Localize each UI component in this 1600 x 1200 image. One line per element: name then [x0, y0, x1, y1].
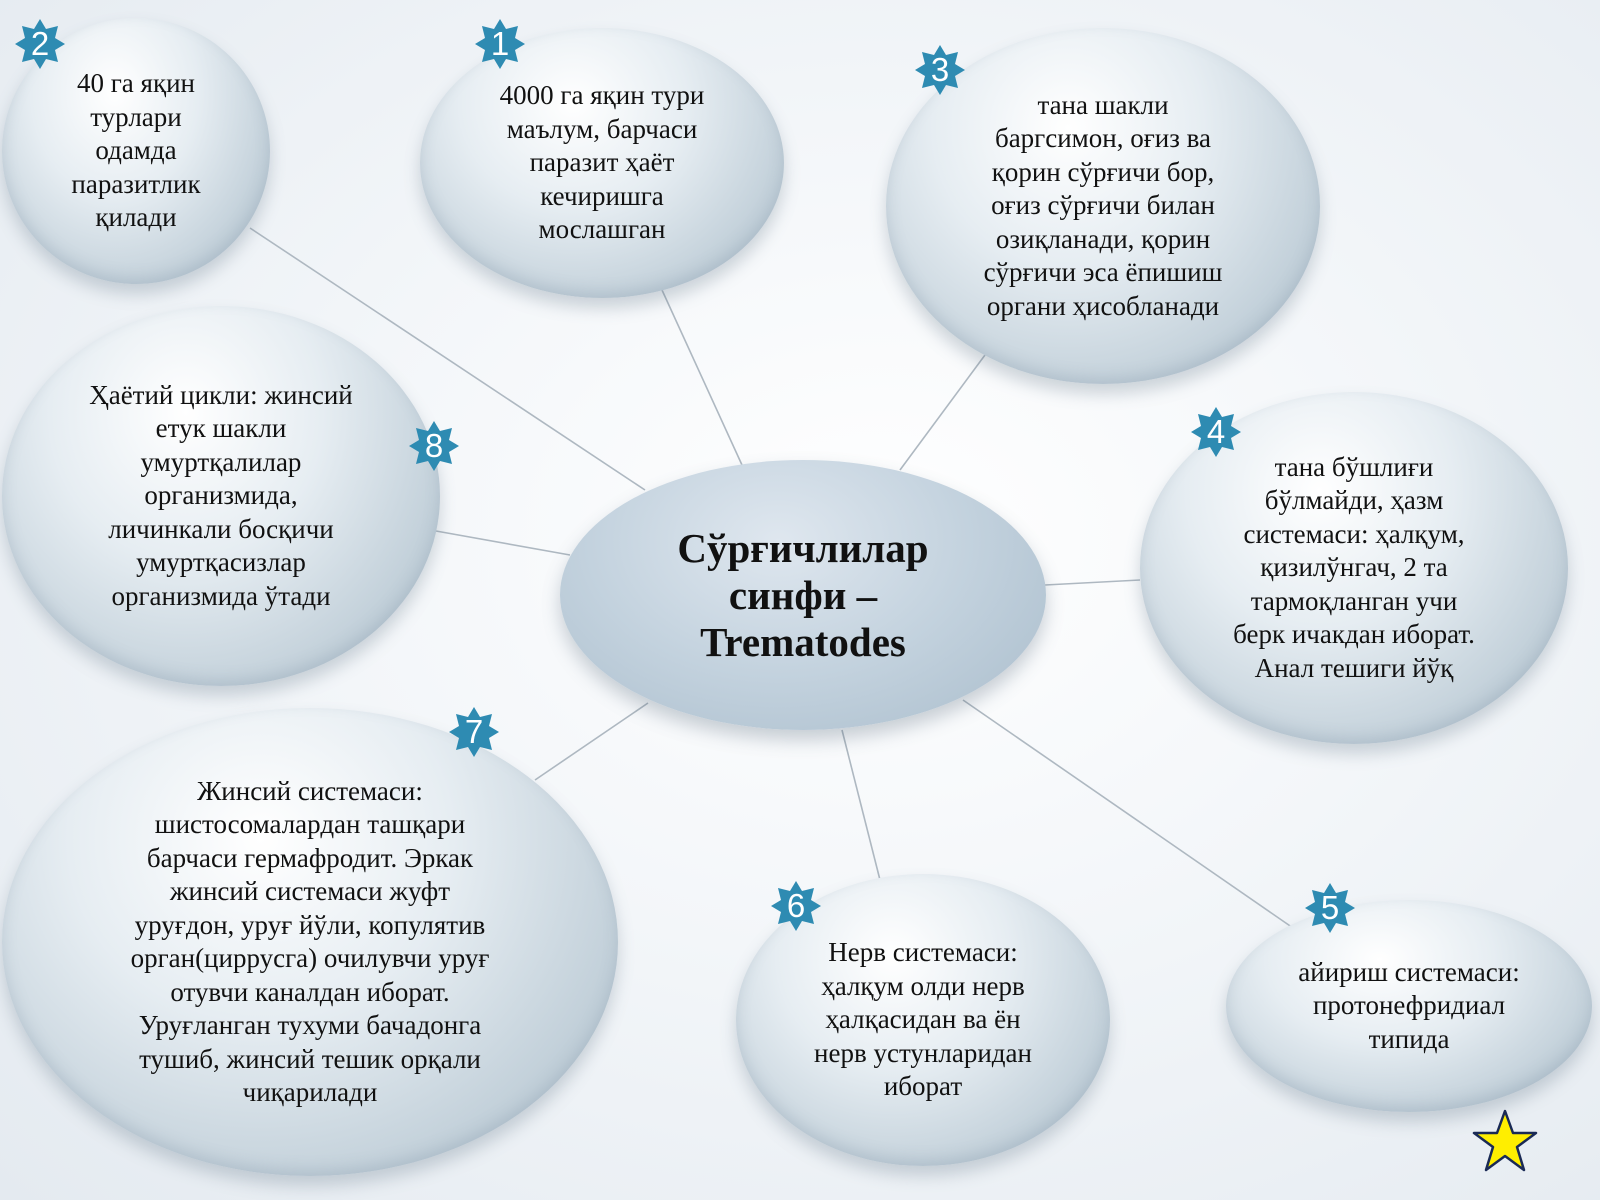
node-8-bubble: Ҳаётий цикли: жинсий етук шакли умуртқал… — [2, 306, 440, 686]
badge-7: 7 — [446, 704, 502, 760]
badge-4: 4 — [1188, 404, 1244, 460]
node-7-bubble: Жинсий системаси: шистосомалардан ташқар… — [2, 708, 618, 1176]
center-title: Сўрғичлилар синфи – Trematodes — [677, 524, 929, 665]
connector-4 — [1044, 579, 1141, 586]
node-1-text: 4000 га яқин тури маълум, барчаси парази… — [499, 80, 705, 245]
star-icon[interactable] — [1471, 1108, 1539, 1176]
star-burst-icon — [1305, 883, 1355, 933]
badge-3: 3 — [912, 42, 968, 98]
node-2-text: 40 га яқин турлари одамда паразитлик қил… — [71, 68, 201, 233]
badge-2: 2 — [12, 16, 68, 72]
star-burst-icon — [1191, 407, 1241, 457]
connector-1 — [661, 289, 743, 466]
node-7-text: Жинсий системаси: шистосомалардан ташқар… — [130, 775, 490, 1108]
center-node: Сўрғичлилар синфи – Trematodes — [560, 460, 1046, 730]
node-4-text: тана бўшлиғи бўлмайди, ҳазм системаси: ҳ… — [1233, 451, 1475, 683]
connector-7 — [534, 702, 649, 781]
badge-5-number: 5 — [1320, 889, 1340, 926]
node-6-text: Нерв системаси: ҳалқум олди нерв ҳалқаси… — [814, 937, 1032, 1102]
node-1-bubble: 4000 га яқин тури маълум, барчаси парази… — [420, 28, 784, 298]
star-burst-icon — [915, 45, 965, 95]
connector-8 — [435, 530, 571, 556]
star-burst-icon — [409, 421, 459, 471]
node-4-bubble: тана бўшлиғи бўлмайди, ҳазм системаси: ҳ… — [1140, 392, 1568, 744]
connector-3 — [899, 354, 986, 471]
badge-7-number: 7 — [464, 713, 484, 750]
node-3-text: тана шакли баргсимон, оғиз ва қорин сўрғ… — [983, 89, 1223, 321]
node-8-text: Ҳаётий цикли: жинсий етук шакли умуртқал… — [89, 379, 353, 611]
badge-3-number: 3 — [930, 51, 950, 88]
badge-1: 1 — [472, 16, 528, 72]
node-5-text: айириш системаси: протонефридиал типида — [1298, 956, 1520, 1054]
badge-2-number: 2 — [30, 25, 50, 62]
node-5-bubble: айириш системаси: протонефридиал типида — [1226, 900, 1592, 1112]
badge-6-number: 6 — [786, 887, 806, 924]
badge-8: 8 — [406, 418, 462, 474]
star-burst-icon — [475, 19, 525, 69]
star-burst-icon — [15, 19, 65, 69]
node-2-bubble: 40 га яқин турлари одамда паразитлик қил… — [2, 18, 270, 284]
badge-5: 5 — [1302, 880, 1358, 936]
star-burst-icon — [771, 881, 821, 931]
badge-8-number: 8 — [424, 427, 444, 464]
badge-4-number: 4 — [1206, 413, 1226, 450]
node-3-bubble: тана шакли баргсимон, оғиз ва қорин сўрғ… — [886, 28, 1320, 384]
badge-1-number: 1 — [490, 25, 510, 62]
star-burst-icon — [449, 707, 499, 757]
badge-6: 6 — [768, 878, 824, 934]
connector-6 — [841, 729, 881, 881]
